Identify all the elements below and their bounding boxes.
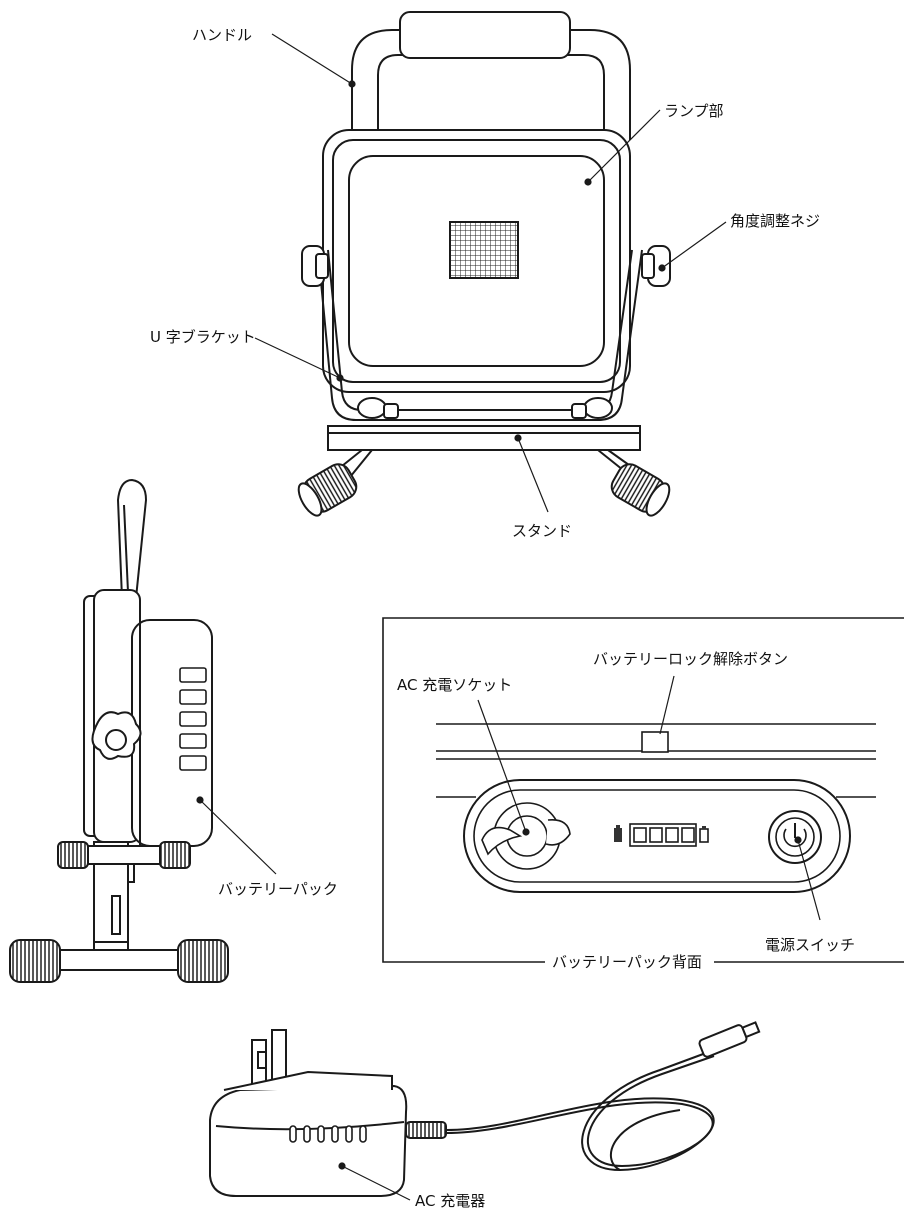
handle [351, 11, 631, 140]
charger-leaders [338, 1162, 411, 1201]
label-lamp: ランプ部 [664, 102, 724, 120]
label-power-switch: 電源スイッチ [765, 936, 856, 954]
battery-empty-icon [699, 826, 709, 843]
front-view [297, 11, 671, 517]
led-array [449, 221, 519, 279]
battery-full-icon [614, 825, 622, 842]
stand [297, 425, 671, 517]
label-battery-back-title: バッテリーパック背面 [546, 951, 708, 972]
ac-socket [481, 802, 571, 870]
ac-charger [209, 1021, 761, 1197]
battery-lock-button [641, 731, 669, 753]
front-leaders [254, 33, 727, 513]
label-stand: スタンド [512, 522, 573, 540]
power-icon [768, 810, 822, 864]
label-battery-lock-button: バッテリーロック解除ボタン [593, 650, 789, 668]
label-ac-socket: AC 充電ソケット [397, 676, 513, 694]
u-bracket [317, 249, 643, 421]
angle-knob-right [641, 245, 671, 287]
side-leaders [196, 796, 277, 875]
battery-pack-side [131, 619, 213, 847]
angle-knob-left [301, 245, 329, 287]
label-handle: ハンドル [192, 26, 253, 44]
panel-leaders [477, 675, 821, 921]
label-u-bracket: U 字ブラケット [150, 328, 256, 346]
battery-back-panel [382, 617, 904, 963]
label-battery-pack: バッテリーパック [218, 880, 338, 898]
label-ac-charger: AC 充電器 [415, 1192, 486, 1210]
battery-level-indicator [629, 823, 697, 847]
label-angle-knob: 角度調整ネジ [730, 212, 821, 230]
lamp-housing [322, 129, 631, 393]
side-view [9, 478, 229, 983]
